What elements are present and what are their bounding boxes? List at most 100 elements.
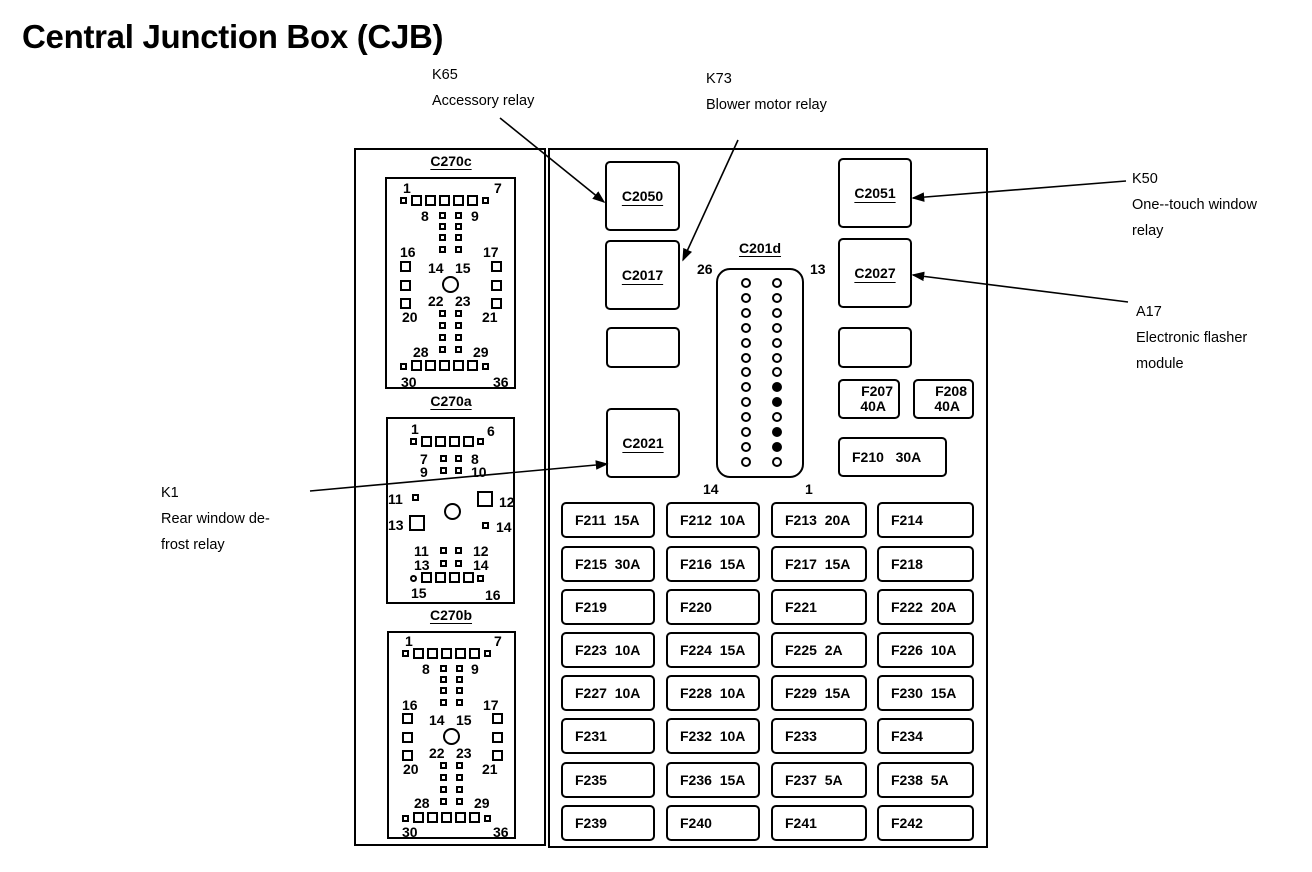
connector-pin xyxy=(439,346,446,353)
fuse-id: F225 xyxy=(785,642,817,658)
relay-c2051[interactable]: C2051 xyxy=(838,158,912,228)
fuse-f227[interactable]: F227 10A xyxy=(561,675,655,711)
fuse-id: F235 xyxy=(575,772,607,788)
relay-c2021[interactable]: C2021 xyxy=(606,408,680,478)
fuse-f216[interactable]: F216 15A xyxy=(666,546,760,582)
pin-label: 23 xyxy=(455,293,471,309)
fuse-rating: 10A xyxy=(614,642,641,658)
pin-label: 12 xyxy=(473,543,489,559)
fuse-id: F233 xyxy=(785,728,817,744)
fuse-f237[interactable]: F237 5A xyxy=(771,762,867,798)
fuse-rating: 10A xyxy=(719,512,746,528)
fuse-f221[interactable]: F221 xyxy=(771,589,867,625)
fuse-f240[interactable]: F240 xyxy=(666,805,760,841)
fuse-id: F212 xyxy=(680,512,712,528)
pin-label: 22 xyxy=(428,293,444,309)
connector-pin xyxy=(741,367,751,378)
fuse-f207[interactable]: F207 40A xyxy=(838,379,900,419)
fuse-f211[interactable]: F211 15A xyxy=(561,502,655,538)
connector-c270c[interactable]: 1 7 8 9 16 17 14 15 22 23 20 21 28 29 30… xyxy=(385,177,516,389)
connector-pin xyxy=(421,572,432,583)
connector-pin xyxy=(741,412,751,423)
pin-label: 14 xyxy=(429,712,445,728)
fuse-f242[interactable]: F242 xyxy=(877,805,974,841)
relay-c2050[interactable]: C2050 xyxy=(605,161,680,231)
connector-pin xyxy=(455,310,462,317)
fuse-f214[interactable]: F214 xyxy=(877,502,974,538)
connector-pin xyxy=(482,363,489,370)
relay-empty-right[interactable] xyxy=(838,327,912,368)
connector-pin xyxy=(741,427,751,437)
relay-empty-left[interactable] xyxy=(606,327,680,368)
connector-c270b[interactable]: 1 7 8 9 16 17 14 15 22 23 20 21 28 29 30… xyxy=(387,631,516,839)
connector-c270a[interactable]: 1 6 7 8 9 10 11 12 13 14 11 12 13 14 15 … xyxy=(386,417,515,604)
fuse-f226[interactable]: F226 10A xyxy=(877,632,974,668)
fuse-rating: 40A xyxy=(934,398,960,414)
connector-pin xyxy=(400,197,407,204)
pin-label: 9 xyxy=(471,208,479,224)
connector-pin xyxy=(440,687,447,694)
fuse-id: F226 xyxy=(891,642,923,658)
relay-label: C2027 xyxy=(854,265,896,281)
pin-label: 14 xyxy=(473,557,489,573)
fuse-f234[interactable]: F234 xyxy=(877,718,974,754)
connector-pin xyxy=(741,322,751,333)
fuse-f217[interactable]: F217 15A xyxy=(771,546,867,582)
fuse-f220[interactable]: F220 xyxy=(666,589,760,625)
fuse-f241[interactable]: F241 xyxy=(771,805,867,841)
fuse-f231[interactable]: F231 xyxy=(561,718,655,754)
relay-c2027[interactable]: C2027 xyxy=(838,238,912,308)
fuse-f210[interactable]: F210 30A xyxy=(838,437,947,477)
fuse-f208[interactable]: F208 40A xyxy=(913,379,974,419)
fuse-id: F222 xyxy=(891,599,923,615)
pin-label: 9 xyxy=(420,464,428,480)
fuse-id: F207 xyxy=(861,383,893,399)
fuse-f232[interactable]: F232 10A xyxy=(666,718,760,754)
connector-pin xyxy=(439,310,446,317)
fuse-rating: 5A xyxy=(824,772,843,788)
fuse-f224[interactable]: F224 15A xyxy=(666,632,760,668)
pin-label: 16 xyxy=(402,697,418,713)
fuse-id: F208 xyxy=(935,383,967,399)
relay-label: C2050 xyxy=(621,188,664,204)
fuse-f223[interactable]: F223 10A xyxy=(561,632,655,668)
connector-pin xyxy=(410,438,417,445)
fuse-id: F221 xyxy=(785,599,817,615)
fuse-f229[interactable]: F229 15A xyxy=(771,675,867,711)
connector-pin xyxy=(440,762,447,769)
pin-label: 17 xyxy=(483,244,499,260)
connector-pin xyxy=(455,246,462,253)
connector-pin xyxy=(456,798,463,805)
connector-label-c201d: C201d xyxy=(738,240,782,256)
connector-pin xyxy=(402,750,413,761)
fuse-f213[interactable]: F213 20A xyxy=(771,502,867,538)
connector-pin xyxy=(484,650,491,657)
fuse-f235[interactable]: F235 xyxy=(561,762,655,798)
fuse-id: F213 xyxy=(785,512,817,528)
connector-pin xyxy=(439,223,446,230)
connector-pin xyxy=(456,676,463,683)
fuse-f225[interactable]: F225 2A xyxy=(771,632,867,668)
fuse-f215[interactable]: F215 30A xyxy=(561,546,655,582)
fuse-f222[interactable]: F222 20A xyxy=(877,589,974,625)
connector-pin xyxy=(412,494,419,501)
fuse-f218[interactable]: F218 xyxy=(877,546,974,582)
fuse-f212[interactable]: F212 10A xyxy=(666,502,760,538)
fuse-f230[interactable]: F230 15A xyxy=(877,675,974,711)
fuse-id: F242 xyxy=(891,815,923,831)
callout-code: A17 xyxy=(1136,304,1162,320)
fuse-f233[interactable]: F233 xyxy=(771,718,867,754)
fuse-f238[interactable]: F238 5A xyxy=(877,762,974,798)
connector-pin xyxy=(467,195,478,206)
connector-pin xyxy=(411,360,422,371)
connector-pin xyxy=(425,360,436,371)
connector-c201d[interactable] xyxy=(716,268,804,478)
pin-label: 7 xyxy=(494,180,502,196)
fuse-f219[interactable]: F219 xyxy=(561,589,655,625)
relay-c2017[interactable]: C2017 xyxy=(605,240,680,310)
connector-pin xyxy=(439,360,450,371)
fuse-f236[interactable]: F236 15A xyxy=(666,762,760,798)
fuse-f228[interactable]: F228 10A xyxy=(666,675,760,711)
fuse-f239[interactable]: F239 xyxy=(561,805,655,841)
fuse-rating: 5A xyxy=(930,772,949,788)
